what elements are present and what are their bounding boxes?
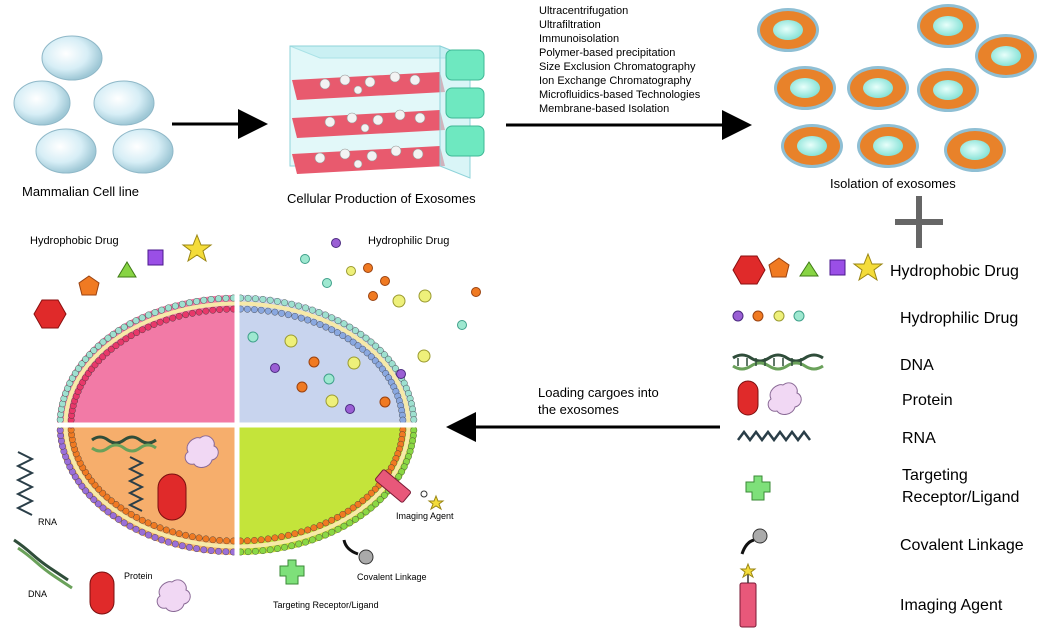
isolated-exosome bbox=[975, 34, 1037, 78]
protein-icon bbox=[737, 380, 802, 416]
method-item: Microfluidics-based Technologies bbox=[539, 89, 701, 101]
cell-line-label: Mammalian Cell line bbox=[22, 184, 139, 199]
internal-dna bbox=[91, 435, 157, 453]
method-item: Polymer-based precipitation bbox=[539, 47, 675, 59]
method-item: Immunoisolation bbox=[539, 33, 619, 45]
internal-rna bbox=[127, 456, 145, 512]
floating-hydrophobic-drugs bbox=[33, 233, 213, 329]
production-label: Cellular Production of Exosomes bbox=[287, 191, 476, 206]
targeting-label: Targeting Receptor/Ligand bbox=[273, 600, 379, 610]
isolated-exosome bbox=[917, 4, 979, 48]
legend-label: Targeting bbox=[902, 467, 968, 484]
legend-label: Hydrophilic Drug bbox=[900, 310, 1018, 327]
hydrophilic-drugs-icon bbox=[732, 310, 805, 322]
loading-label-line1: Loading cargoes into bbox=[538, 385, 659, 400]
dna-icon bbox=[732, 353, 824, 371]
isolated-exosome bbox=[857, 124, 919, 168]
surface-covalent-linkage bbox=[342, 539, 374, 565]
method-item: Size Exclusion Chromatography bbox=[539, 61, 696, 73]
covalent-linkage-label: Covalent Linkage bbox=[357, 572, 427, 582]
protein-label: Protein bbox=[124, 571, 153, 581]
surface-targeting-receptor bbox=[279, 559, 305, 585]
hydrophobic-drug-label: Hydrophobic Drug bbox=[30, 235, 119, 247]
internal-hydrophilic-drugs bbox=[247, 331, 406, 414]
isolated-exosome bbox=[944, 128, 1006, 172]
isolation-methods-list: Ultracentrifugation Ultrafiltration Immu… bbox=[539, 5, 701, 115]
legend-label: RNA bbox=[902, 430, 936, 447]
isolated-exosome bbox=[781, 124, 843, 168]
loaded-exosome bbox=[40, 288, 434, 562]
isolated-exosome bbox=[847, 66, 909, 110]
method-item: Ultrafiltration bbox=[539, 19, 601, 31]
floating-hydrophilic-drugs bbox=[300, 238, 481, 363]
mammalian-cells bbox=[13, 35, 174, 174]
isolated-exosomes bbox=[757, 4, 1037, 172]
flask-stack bbox=[289, 45, 485, 179]
imaging-agent-label: Imaging Agent bbox=[396, 511, 454, 521]
legend-label: DNA bbox=[900, 357, 934, 374]
external-rna bbox=[15, 451, 35, 516]
plus-icon bbox=[895, 196, 943, 248]
isolated-exosome bbox=[774, 66, 836, 110]
covalent-linkage-icon bbox=[740, 528, 768, 555]
hydrophilic-drug-label: Hydrophilic Drug bbox=[368, 235, 449, 247]
external-dna bbox=[13, 538, 73, 590]
surface-imaging-agent bbox=[375, 469, 445, 511]
rna-icon bbox=[737, 429, 811, 443]
method-item: Ion Exchange Chromatography bbox=[539, 75, 692, 87]
rna-label: RNA bbox=[38, 517, 57, 527]
hydrophobic-drugs-icon bbox=[732, 252, 884, 285]
isolated-exosome bbox=[917, 68, 979, 112]
imaging-agent-icon bbox=[739, 562, 757, 628]
isolated-exosome bbox=[757, 8, 819, 52]
isolation-label: Isolation of exosomes bbox=[830, 176, 956, 191]
legend: Hydrophobic Drug Hydrophilic Drug DNA Pr… bbox=[732, 252, 1024, 628]
method-item: Ultracentrifugation bbox=[539, 5, 628, 17]
internal-protein bbox=[157, 435, 219, 521]
legend-label: Imaging Agent bbox=[900, 597, 1003, 614]
method-item: Membrane-based Isolation bbox=[539, 103, 669, 115]
external-protein bbox=[89, 571, 191, 615]
legend-label: Covalent Linkage bbox=[900, 537, 1024, 554]
legend-label: Receptor/Ligand bbox=[902, 489, 1019, 506]
loading-label-line2: the exosomes bbox=[538, 402, 619, 417]
targeting-receptor-icon bbox=[745, 475, 771, 501]
legend-label: Protein bbox=[902, 392, 953, 409]
legend-label: Hydrophobic Drug bbox=[890, 263, 1019, 280]
dna-label: DNA bbox=[28, 589, 47, 599]
